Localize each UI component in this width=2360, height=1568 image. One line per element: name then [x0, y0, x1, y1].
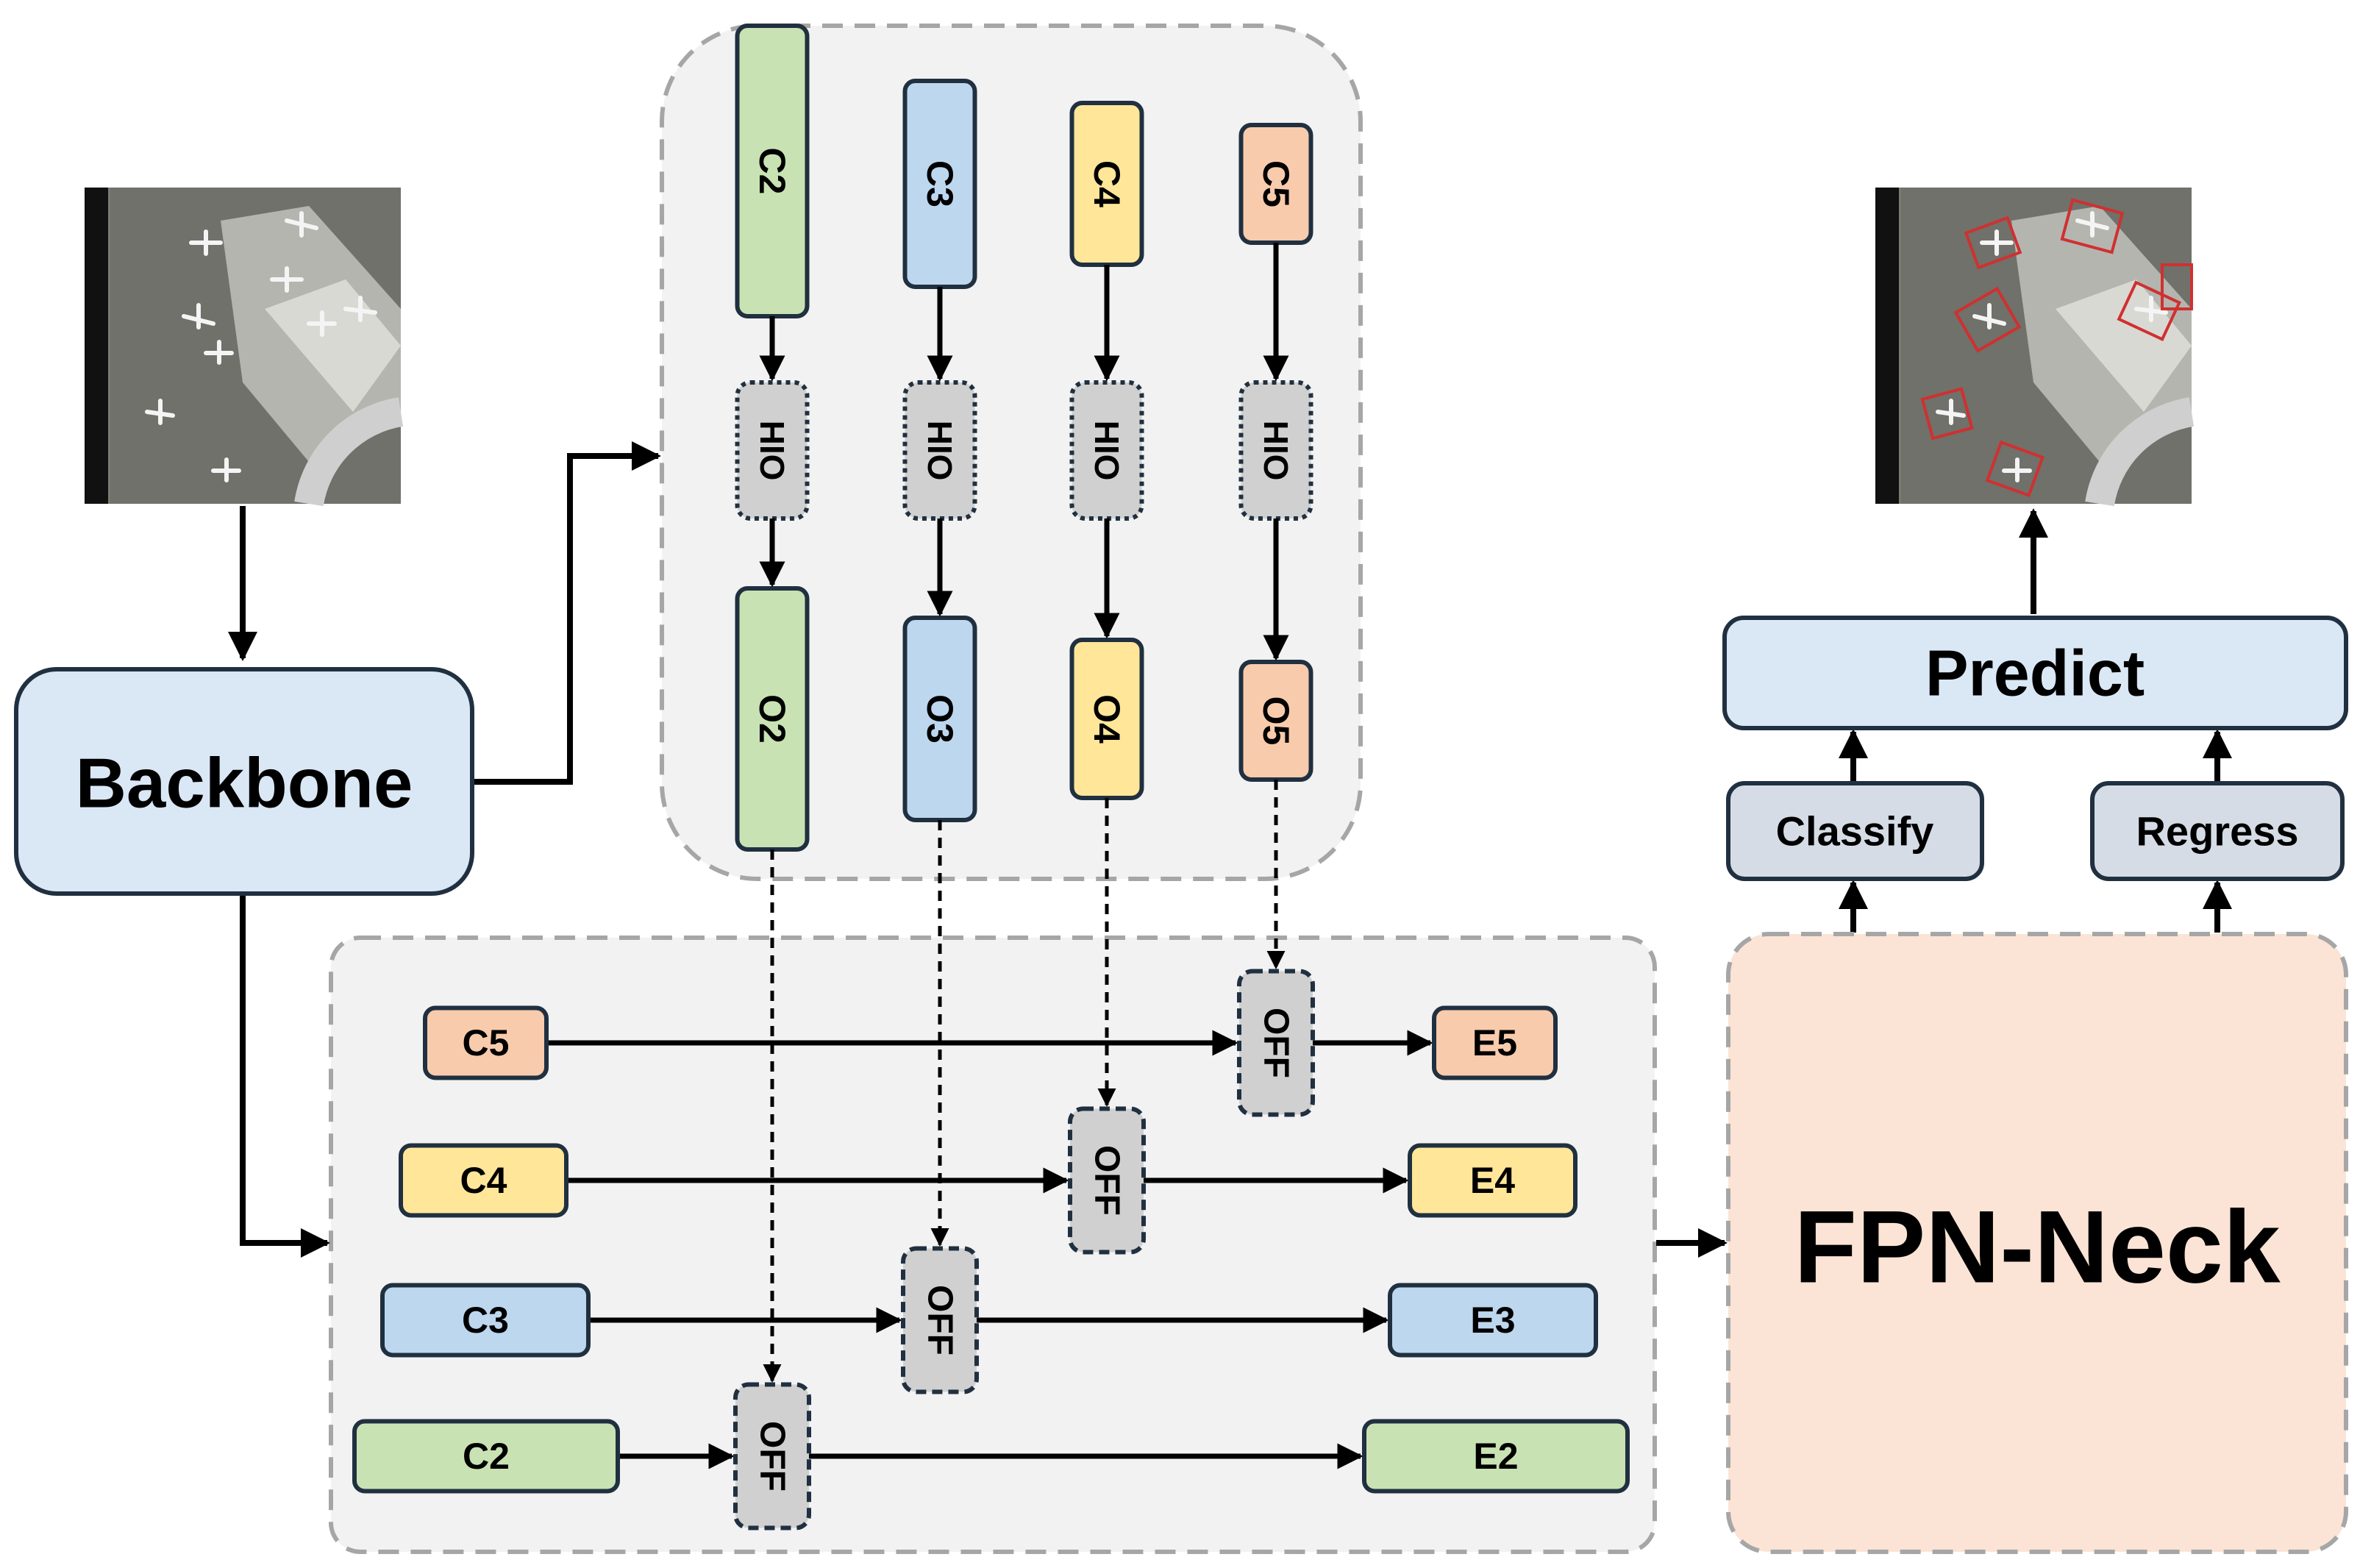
classify-block: Classify: [1726, 781, 1984, 881]
upper-c-label: C2: [752, 148, 793, 195]
off-block: [1068, 1106, 1146, 1255]
backbone-block: Backbone: [14, 667, 474, 896]
e-block: [1388, 1283, 1598, 1358]
lower-c-label: C5: [463, 1022, 510, 1063]
regress-block: Regress: [2090, 781, 2345, 881]
regress-label: Regress: [2136, 808, 2298, 855]
fpn-neck-block: FPN-Neck: [1726, 932, 2348, 1554]
predict-label: Predict: [1925, 637, 2145, 710]
lower-c-label: C3: [462, 1300, 509, 1341]
lower-row-e5: C5 OFF E5: [423, 780, 1558, 1117]
e-label: E3: [1470, 1300, 1515, 1341]
e-label: E5: [1472, 1022, 1517, 1063]
upper-o-label: O4: [1086, 694, 1127, 744]
e-block: [1432, 1005, 1558, 1080]
hio-label: HIO: [1088, 421, 1126, 481]
off-block: [733, 1382, 811, 1530]
off-label: OFF: [753, 1421, 792, 1492]
lower-c-block: [399, 1143, 568, 1218]
orientation-extraction-panel: [660, 24, 1363, 881]
classify-label: Classify: [1776, 808, 1934, 855]
lower-row-e3: C3 OFF E3: [380, 820, 1598, 1394]
off-block: [901, 1246, 979, 1394]
upper-c-label: C5: [1255, 160, 1297, 207]
off-label: OFF: [1257, 1008, 1296, 1078]
upper-c-label: C3: [919, 160, 960, 207]
off-block: [1237, 969, 1315, 1117]
off-label: OFF: [1088, 1145, 1127, 1216]
fpn-neck-label: FPN-Neck: [1794, 1189, 2280, 1305]
lower-row-e2: C2 OFF E2: [352, 849, 1630, 1530]
lower-c-block: [352, 1419, 620, 1494]
upper-c-label: C4: [1086, 160, 1127, 207]
lower-c-block: [423, 1005, 549, 1080]
e-label: E4: [1470, 1160, 1515, 1201]
feature-fusion-panel: [329, 936, 1657, 1554]
input-satellite-image: [85, 188, 404, 507]
e-block: [1408, 1143, 1578, 1218]
main-flow-arrows: [228, 441, 2232, 1258]
e-label: E2: [1473, 1436, 1518, 1477]
output-detection-image: [1875, 188, 2195, 507]
backbone-label: Backbone: [76, 744, 413, 823]
hio-label: HIO: [753, 421, 791, 481]
lower-c-label: C4: [460, 1160, 507, 1201]
upper-o-label: O5: [1255, 696, 1297, 746]
lower-c-block: [380, 1283, 591, 1358]
e-block: [1362, 1419, 1630, 1494]
predict-block: Predict: [1722, 616, 2348, 730]
upper-o-label: O2: [752, 694, 793, 744]
lower-row-e4: C4 OFF E4: [399, 798, 1578, 1255]
hio-label: HIO: [921, 421, 959, 481]
upper-o-label: O3: [919, 694, 960, 744]
hio-label: HIO: [1257, 421, 1295, 481]
lower-c-label: C2: [463, 1436, 510, 1477]
off-label: OFF: [921, 1285, 960, 1355]
